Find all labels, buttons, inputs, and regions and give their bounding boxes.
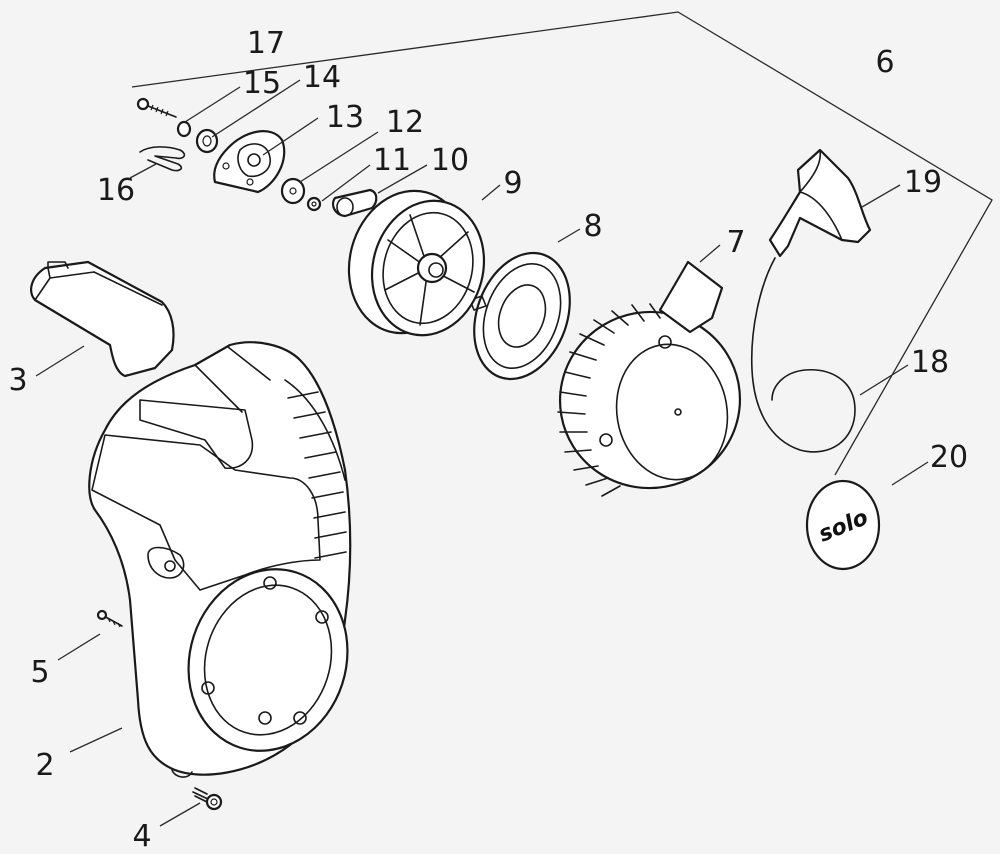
part-17-screw (136, 97, 177, 118)
part-16-spring-clip (139, 146, 186, 172)
part-7-fan-wheel (557, 260, 742, 497)
assembly-bracket (131, 11, 993, 476)
callout-15: 15 (243, 66, 281, 101)
part-2-fan-housing (88, 341, 352, 778)
callout-14: 14 (303, 60, 341, 95)
part-18-starter-rope (750, 257, 856, 453)
callout-5: 5 (30, 655, 49, 690)
part-20-logo-decal: solo (805, 479, 881, 571)
callout-8: 8 (583, 209, 602, 244)
part-19-starter-handle (768, 148, 872, 258)
part-4-screw (192, 787, 223, 811)
callout-12: 12 (386, 105, 424, 140)
part-15-washer (176, 120, 192, 138)
callout-2: 2 (35, 748, 54, 783)
callout-19: 19 (904, 165, 942, 200)
callout-20: 20 (930, 440, 968, 475)
callout-9: 9 (503, 166, 522, 201)
part-10-pawl (331, 188, 378, 218)
callout-16: 16 (97, 173, 135, 208)
callout-4: 4 (132, 819, 151, 854)
leader-lines (35, 79, 929, 827)
callout-11: 11 (373, 143, 411, 178)
callout-17: 17 (247, 26, 285, 61)
part-14-bushing (195, 128, 219, 154)
callout-18: 18 (911, 345, 949, 380)
callout-numbers: 2 3 4 5 6 7 8 9 10 11 12 13 14 15 16 17 … (8, 26, 968, 854)
callout-10: 10 (431, 143, 469, 178)
callout-7: 7 (726, 225, 745, 260)
part-9-rope-pulley (347, 189, 486, 337)
part-13-plate (213, 130, 286, 194)
callout-13: 13 (326, 100, 364, 135)
part-3-handle-cover (30, 260, 175, 378)
callout-6: 6 (875, 45, 894, 80)
part-11-washer (306, 196, 322, 212)
part-12-washer (280, 177, 306, 205)
part-5-pin (96, 609, 123, 628)
part-8-ring (469, 251, 571, 381)
callout-3: 3 (8, 363, 27, 398)
